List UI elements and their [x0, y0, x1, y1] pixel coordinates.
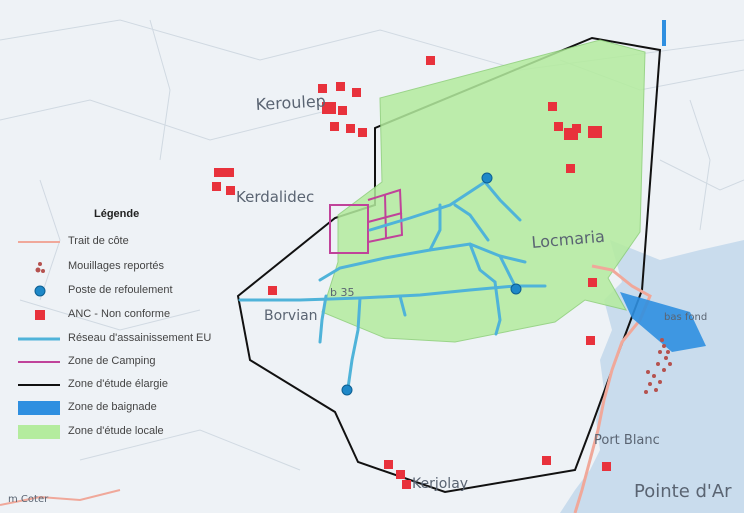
anc-marker — [358, 128, 367, 137]
legend-item-camping: Zone de Camping — [18, 355, 233, 369]
camping-zone — [329, 188, 404, 254]
legend-item-lift-station: Poste de refoulement — [18, 284, 233, 298]
coastline-left — [0, 489, 121, 506]
sewer-network — [238, 174, 547, 390]
anc-noncompliant-markers — [212, 56, 611, 489]
legend-label: Réseau d'assainissement EU — [68, 332, 212, 344]
bathing-zone-fill-icon — [18, 401, 60, 415]
anc-marker — [226, 186, 235, 195]
place-label-b35: b 35 — [330, 286, 354, 299]
moorings — [644, 338, 672, 394]
lift-station[interactable] — [481, 172, 493, 184]
legend-item-anc: ANC - Non conforme — [18, 308, 233, 322]
lift-station-icon — [34, 285, 46, 297]
legend-item-moorings: Mouillages reportés — [18, 260, 233, 274]
place-label-corner: m Coter — [8, 494, 49, 505]
anc-marker — [426, 56, 435, 65]
bathing-zone — [620, 292, 706, 352]
anc-marker — [384, 460, 393, 469]
coastline-line-icon — [18, 241, 60, 243]
legend-item-extended-zone: Zone d'étude élargie — [18, 378, 233, 392]
anc-marker — [602, 462, 611, 471]
bathing-marker — [662, 20, 666, 46]
legend-label: Mouillages reportés — [68, 260, 164, 272]
local-zone-fill-icon — [18, 425, 60, 439]
anc-marker — [586, 336, 595, 345]
extended-study-zone — [236, 36, 662, 494]
anc-marker — [542, 456, 551, 465]
extended-zone-line-icon — [18, 384, 60, 386]
legend-title: Légende — [94, 208, 140, 220]
map-legend: Légende Trait de côte Mouillages reporté… — [8, 200, 230, 450]
anc-marker — [402, 480, 411, 489]
legend-item-bathing-zone: Zone de baignade — [18, 401, 233, 415]
place-label-keroulep: Keroulep — [255, 91, 326, 114]
place-label-borvian: Borvian — [264, 308, 318, 324]
place-label-port-blanc: Port Blanc — [594, 433, 660, 448]
legend-label: Zone de baignade — [68, 401, 157, 413]
legend-label: Trait de côte — [68, 235, 129, 247]
lift-station[interactable] — [510, 283, 522, 295]
anc-marker — [338, 106, 347, 115]
anc-marker — [330, 122, 339, 131]
sea-area — [560, 240, 744, 513]
lift-station[interactable] — [341, 384, 353, 396]
legend-label: Zone d'étude élargie — [68, 378, 168, 390]
place-label-bas-fond: bas fond — [664, 312, 707, 323]
legend-item-local-zone: Zone d'étude locale — [18, 425, 233, 439]
anc-marker — [572, 124, 581, 133]
legend-label: ANC - Non conforme — [68, 308, 171, 320]
coastline — [573, 264, 652, 513]
anc-marker — [318, 84, 327, 93]
mooring-icon — [35, 262, 45, 273]
camping-line-icon — [18, 361, 60, 363]
anc-marker — [214, 168, 234, 177]
anc-marker — [548, 102, 557, 111]
legend-label: Zone d'étude locale — [68, 425, 164, 437]
legend-label: Zone de Camping — [68, 355, 156, 367]
anc-marker — [212, 182, 221, 191]
legend-item-coastline: Trait de côte — [18, 235, 233, 249]
anc-marker — [588, 126, 602, 138]
anc-marker — [352, 88, 361, 97]
anc-marker — [268, 286, 277, 295]
sewer-line-icon — [18, 337, 60, 341]
anc-marker — [396, 470, 405, 479]
legend-item-sewer: Réseau d'assainissement EU — [18, 332, 233, 346]
place-label-pointe: Pointe d'Ar — [634, 481, 732, 502]
anc-square-icon — [35, 310, 45, 320]
legend-label: Poste de refoulement — [68, 284, 173, 296]
anc-marker — [322, 102, 336, 114]
anc-marker — [346, 124, 355, 133]
place-label-kerjolay: Kerjolay — [412, 476, 468, 492]
anc-marker — [554, 122, 563, 131]
anc-marker — [336, 82, 345, 91]
local-study-zone — [321, 39, 646, 343]
anc-marker — [566, 164, 575, 173]
place-label-kerdalidec: Kerdalidec — [236, 188, 314, 206]
anc-marker — [588, 278, 597, 287]
